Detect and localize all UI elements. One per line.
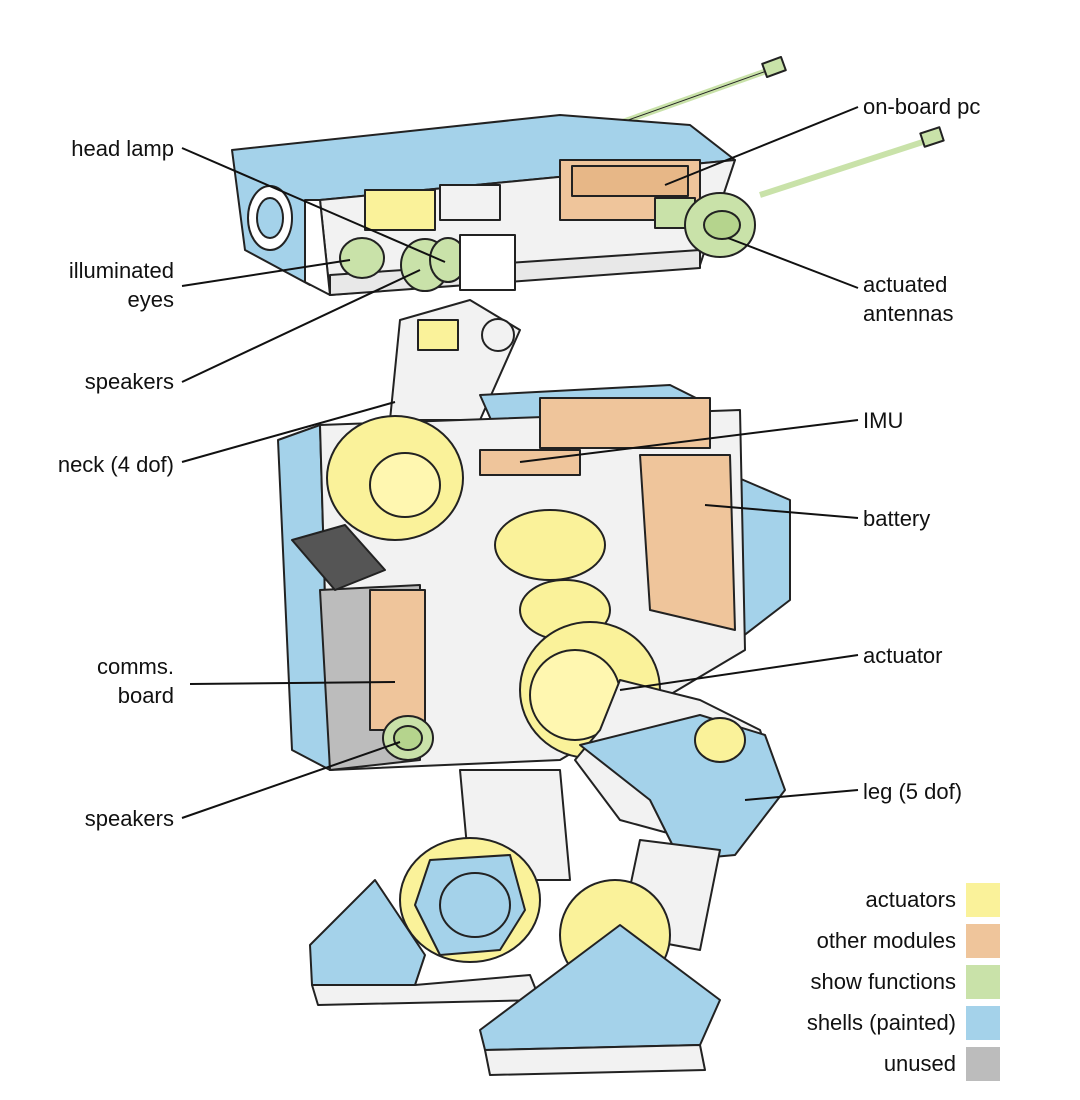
label-onboard-pc: on-board pc <box>863 94 981 119</box>
legend-swatch <box>966 883 1000 917</box>
label-comms-board-line1: comms. <box>97 654 174 679</box>
label-actuated-antennas-line1: actuated <box>863 272 948 297</box>
legend-swatch <box>966 965 1000 999</box>
legend-label: actuators <box>865 887 957 912</box>
label-comms-board-line2: board <box>117 683 174 708</box>
legend-label: unused <box>883 1051 956 1076</box>
legend-swatch <box>966 1047 1000 1081</box>
neck-assembly <box>389 299 521 421</box>
legend-item-show-functions: show functions <box>740 965 1000 999</box>
legend-label: other modules <box>816 928 956 953</box>
legend-item-other-modules: other modules <box>740 924 1000 958</box>
label-speakers-top: speakers <box>84 369 174 394</box>
legend-label: shells (painted) <box>806 1010 956 1035</box>
legend-item-shells: shells (painted) <box>740 1006 1000 1040</box>
label-actuated-antennas-line2: antennas <box>863 301 954 326</box>
label-illuminated-eyes-line2: eyes <box>127 287 174 312</box>
legend-label: show functions <box>810 969 956 994</box>
label-actuator: actuator <box>863 643 943 668</box>
label-leg: leg (5 dof) <box>863 779 963 804</box>
label-speakers-bottom: speakers <box>84 806 174 831</box>
legend-swatch <box>966 924 1000 958</box>
label-neck: neck (4 dof) <box>57 452 174 477</box>
legend-item-unused: unused <box>740 1047 1000 1081</box>
label-illuminated-eyes-line1: illuminated <box>68 258 174 283</box>
legend-swatch <box>966 1006 1000 1040</box>
body-speaker <box>382 715 434 761</box>
feet <box>309 879 721 1076</box>
label-imu: IMU <box>863 408 904 433</box>
label-battery: battery <box>863 506 931 531</box>
label-head-lamp: head lamp <box>71 136 174 161</box>
legend-item-actuators: actuators <box>740 883 1000 917</box>
right-leg-shell <box>574 679 786 861</box>
callout-lines <box>181 106 859 819</box>
